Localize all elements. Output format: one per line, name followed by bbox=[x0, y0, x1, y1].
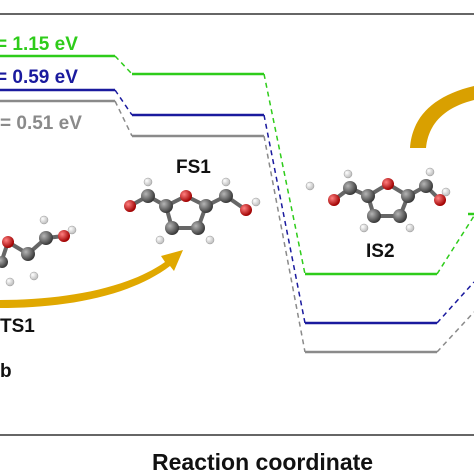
connector-blue-2 bbox=[263, 114, 306, 324]
x-axis-label: Reaction coordinate bbox=[152, 449, 374, 475]
state-label-is2: IS2 bbox=[366, 241, 395, 262]
energy-label-blue: = 0.59 eV bbox=[0, 67, 78, 88]
molecule-left bbox=[0, 215, 77, 287]
connector-gray-3 bbox=[436, 311, 474, 353]
connector-gray-2 bbox=[263, 135, 306, 353]
state-label-ts1: TS1 bbox=[0, 316, 35, 337]
connector-green-2 bbox=[263, 73, 306, 275]
molecule-fs1 bbox=[124, 177, 261, 245]
connector-blue-3 bbox=[436, 281, 474, 324]
reaction-arrow-left bbox=[0, 250, 183, 308]
connector-green-1 bbox=[114, 55, 133, 75]
connector-blue-1 bbox=[114, 89, 133, 116]
panel-label: b bbox=[0, 361, 12, 382]
reaction-arrow-right bbox=[410, 86, 474, 148]
connector-gray-1 bbox=[114, 100, 133, 137]
connector-green-3 bbox=[436, 215, 474, 275]
energy-label-gray: = 0.51 eV bbox=[0, 113, 82, 134]
state-label-fs1: FS1 bbox=[176, 157, 211, 178]
energy-label-green: = 1.15 eV bbox=[0, 34, 78, 55]
molecule-is2 bbox=[305, 167, 451, 233]
